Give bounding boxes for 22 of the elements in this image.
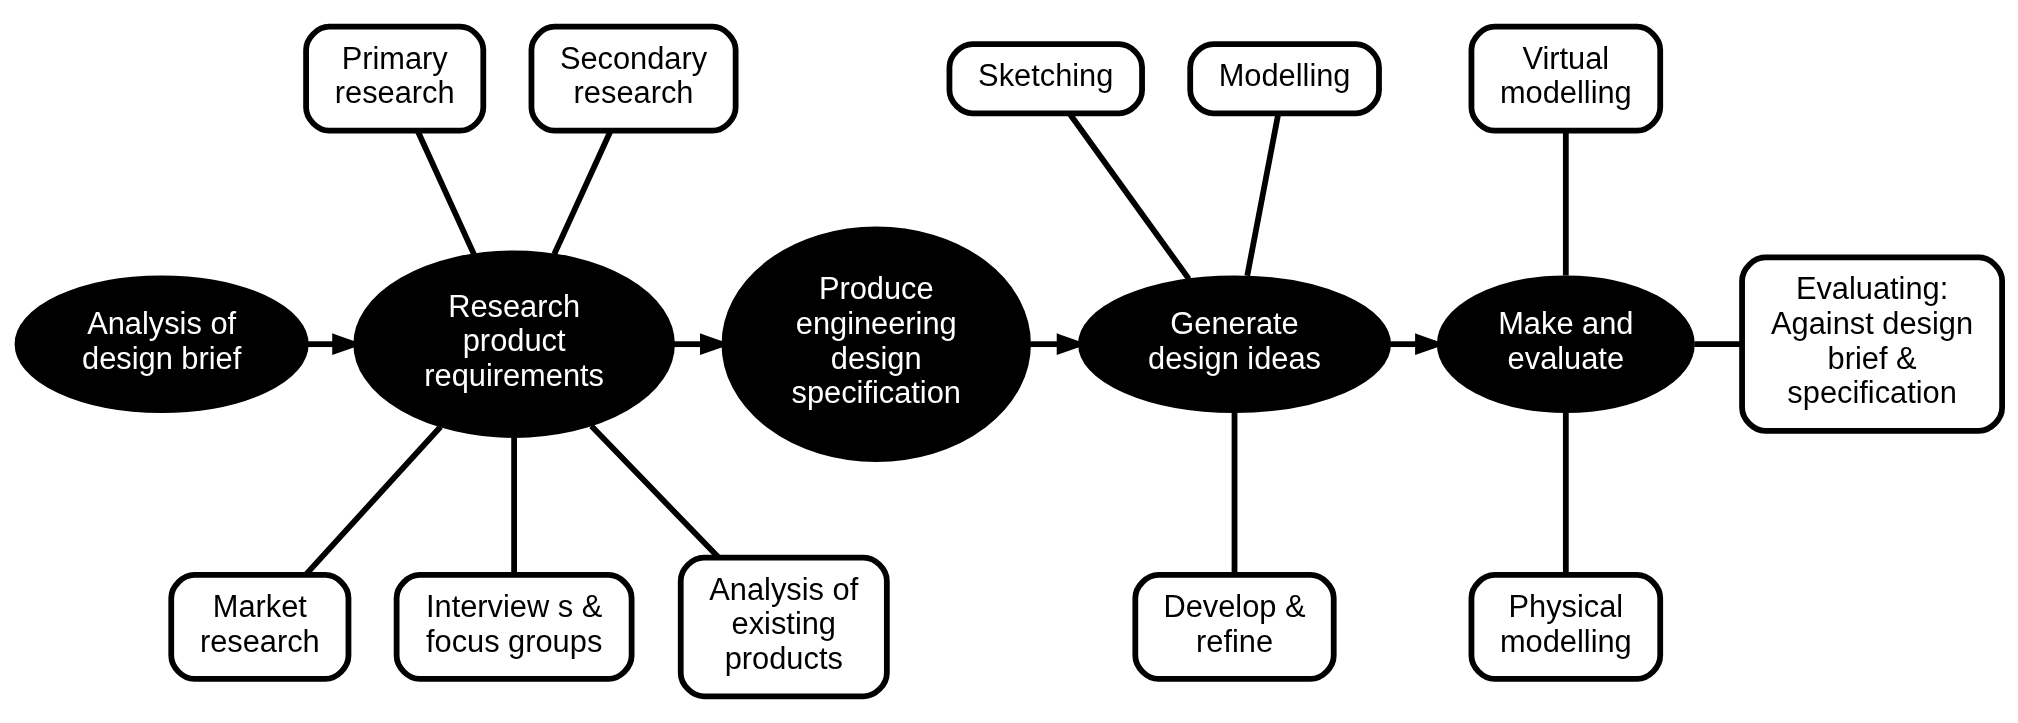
- node-ellipse: Make and evaluate: [1436, 275, 1695, 413]
- connector: [511, 437, 517, 575]
- node-box: Interview s & focus groups: [393, 572, 635, 682]
- connector: [1562, 131, 1569, 276]
- connector: [1244, 113, 1282, 277]
- node-box: Virtual modelling: [1468, 23, 1664, 134]
- node-ellipse: Analysis of design brief: [14, 275, 309, 413]
- connector: [1694, 341, 1742, 348]
- node-ellipse: Produce engineering design specification: [721, 226, 1031, 462]
- node-ellipse: Generate design ideas: [1078, 275, 1391, 413]
- connector: [1231, 412, 1238, 575]
- node-box: Develop & refine: [1132, 572, 1337, 682]
- node-ellipse: Research product requirements: [353, 250, 675, 438]
- node-box: Sketching: [946, 41, 1145, 117]
- connector: [1562, 412, 1569, 575]
- node-box: Evaluating: Against design brief & specification: [1739, 254, 2005, 434]
- node-box: Market research: [168, 572, 352, 682]
- node-box: Primary research: [303, 23, 487, 134]
- node-box: Secondary research: [528, 23, 739, 134]
- node-box: Physical modelling: [1468, 572, 1664, 682]
- node-box: Analysis of existing products: [677, 554, 890, 700]
- node-box: Modelling: [1187, 41, 1382, 117]
